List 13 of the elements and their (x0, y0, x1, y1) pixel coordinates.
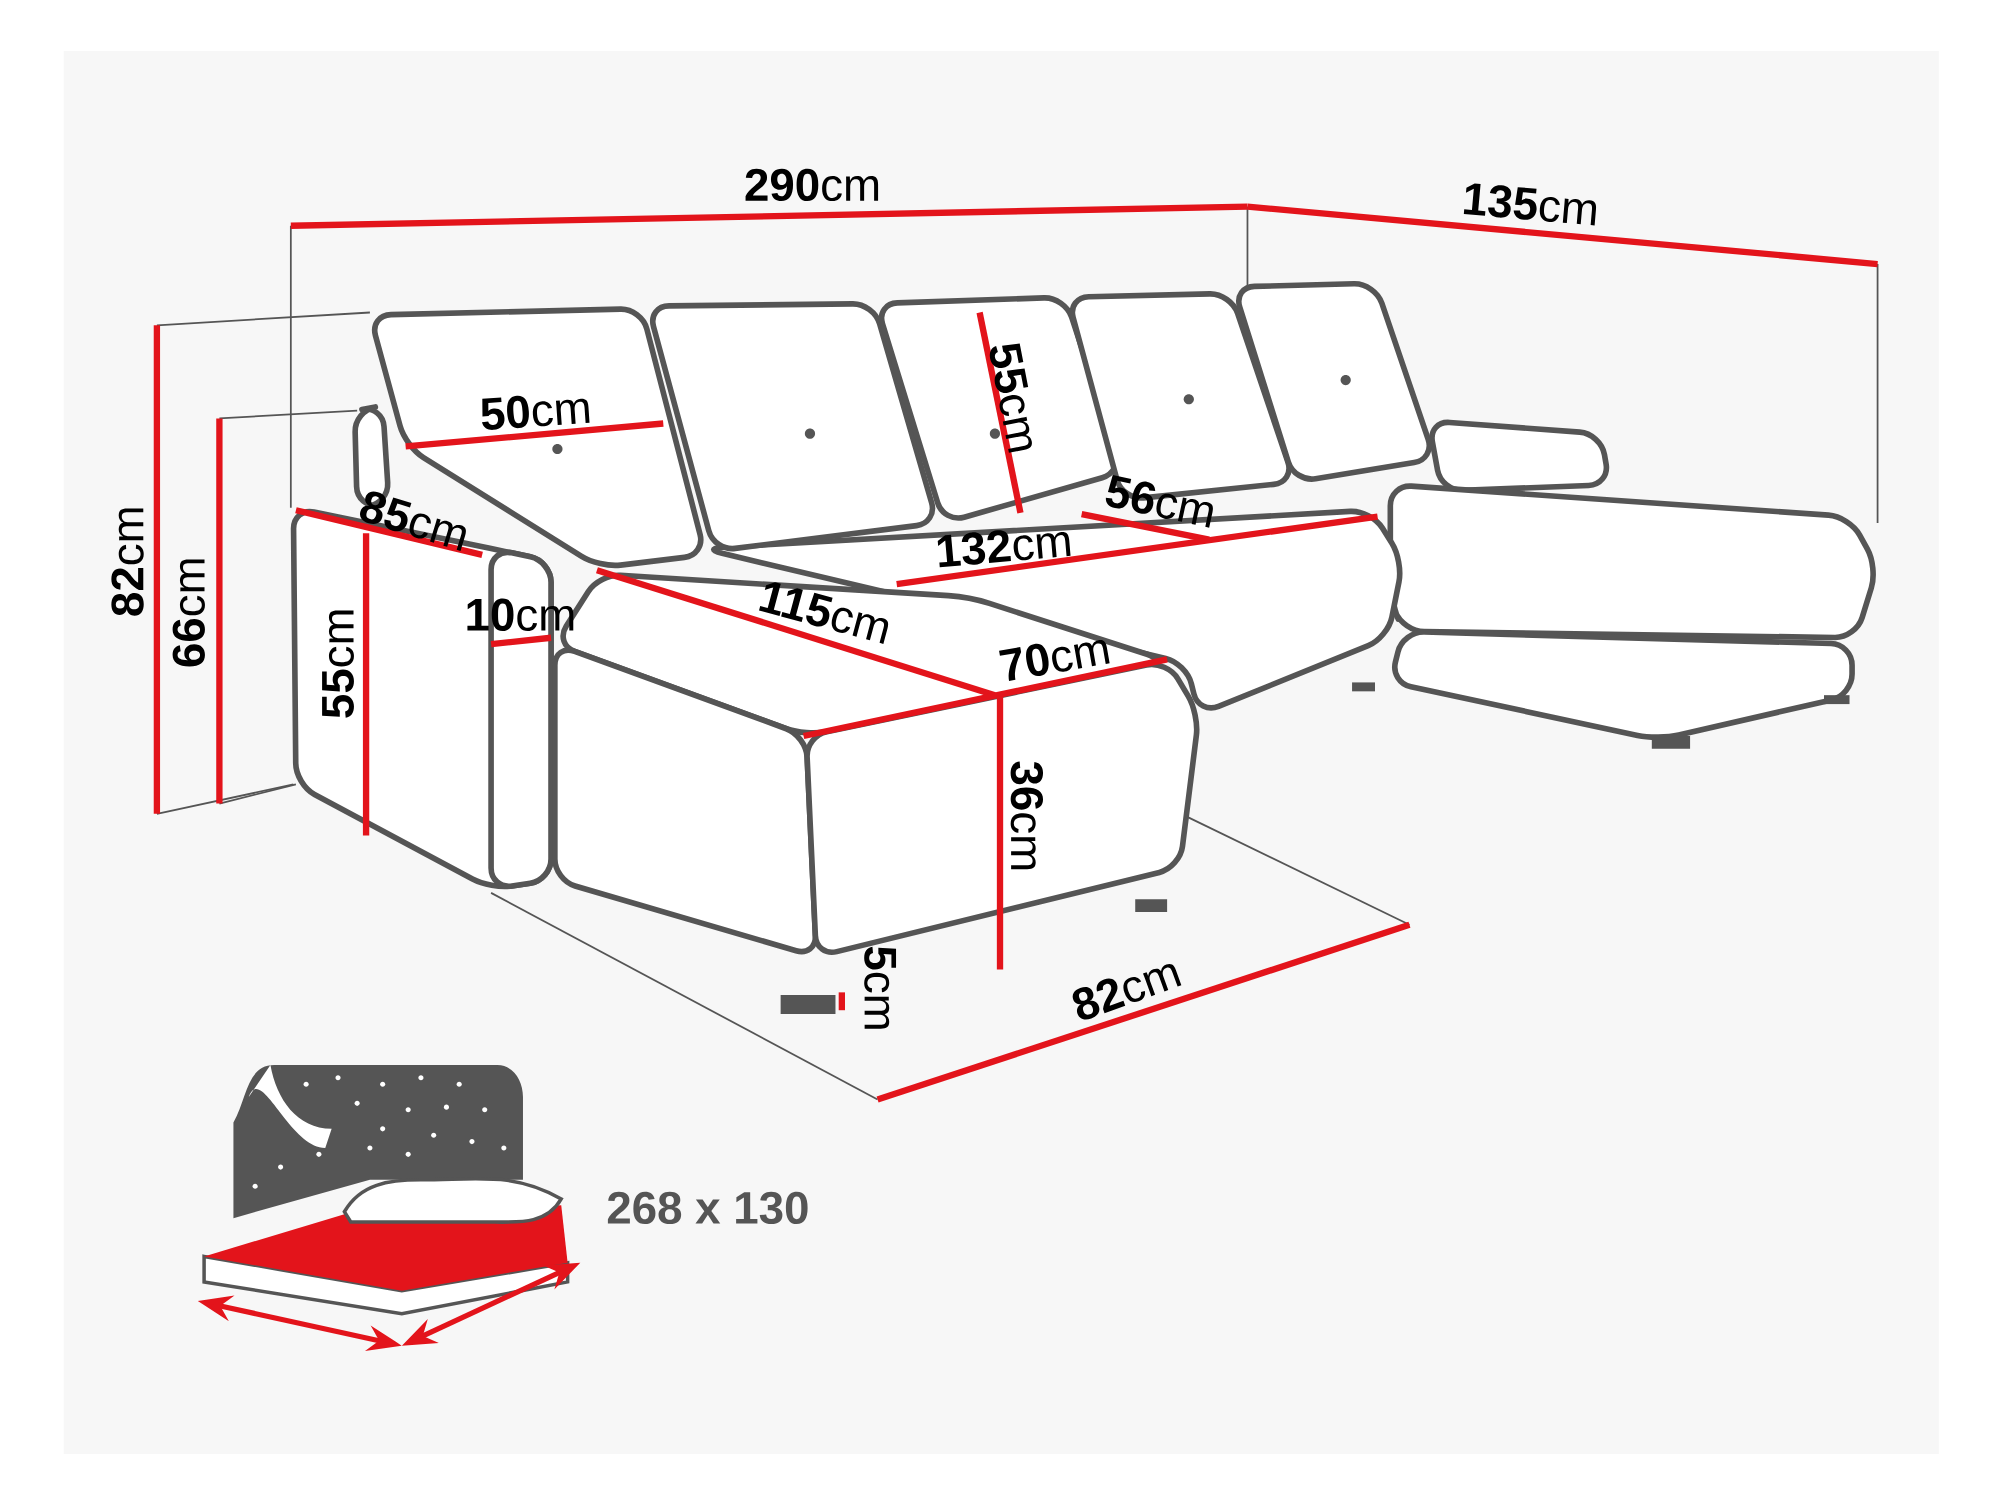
dimension-label: 132cm (937, 530, 1071, 568)
dimension-label: 55cm (322, 610, 354, 718)
dimension-label: 290cm (745, 168, 879, 202)
dimension-label: 70cm (999, 640, 1110, 681)
dimension-label: 82cm (111, 508, 144, 616)
dimension-label: 135cm (1463, 183, 1597, 226)
dimension-label: 5cm (864, 946, 897, 1029)
dimension-label: 56cm (1105, 475, 1213, 528)
dimension-label: 50cm (482, 395, 590, 430)
dimension-label: 55cm (989, 343, 1032, 453)
dimension-label: 36cm (1010, 761, 1043, 870)
dimension-label: 268 x 130 (607, 1191, 808, 1225)
dimension-label: 66cm (172, 559, 205, 667)
